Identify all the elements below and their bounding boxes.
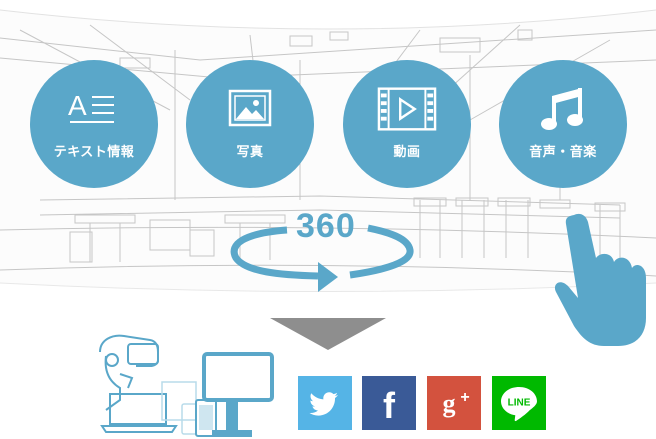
feature-text[interactable]: A テキスト情報 <box>30 60 158 188</box>
video-icon <box>377 83 437 135</box>
svg-text:g: g <box>443 389 456 418</box>
svg-text:f: f <box>383 385 396 426</box>
feature-photo[interactable]: 写真 <box>186 60 314 188</box>
twitter-bird-icon <box>298 376 352 430</box>
feature-label: 写真 <box>236 143 264 159</box>
photo-icon <box>220 83 280 135</box>
svg-text:+: + <box>460 389 469 406</box>
rotation-label: 360 <box>296 207 356 245</box>
line-icon: LINE <box>492 376 546 430</box>
feature-video[interactable]: 動画 <box>343 60 471 188</box>
text-icon: A <box>64 83 124 135</box>
music-note-icon <box>533 83 593 135</box>
facebook-button[interactable]: f <box>362 376 416 430</box>
vr-headset-icon <box>99 334 159 411</box>
feature-label: 音声・音楽 <box>529 143 597 159</box>
google-plus-button[interactable]: g + <box>427 376 481 430</box>
google-plus-icon: g + <box>427 376 481 430</box>
feature-label: 動画 <box>393 143 421 159</box>
feature-label: テキスト情報 <box>53 143 135 159</box>
svg-text:A: A <box>68 90 87 121</box>
feature-audio[interactable]: 音声・音楽 <box>499 60 627 188</box>
twitter-button[interactable] <box>298 376 352 430</box>
facebook-f-icon: f <box>362 376 416 430</box>
line-button[interactable]: LINE <box>492 376 546 430</box>
svg-text:LINE: LINE <box>508 398 531 409</box>
